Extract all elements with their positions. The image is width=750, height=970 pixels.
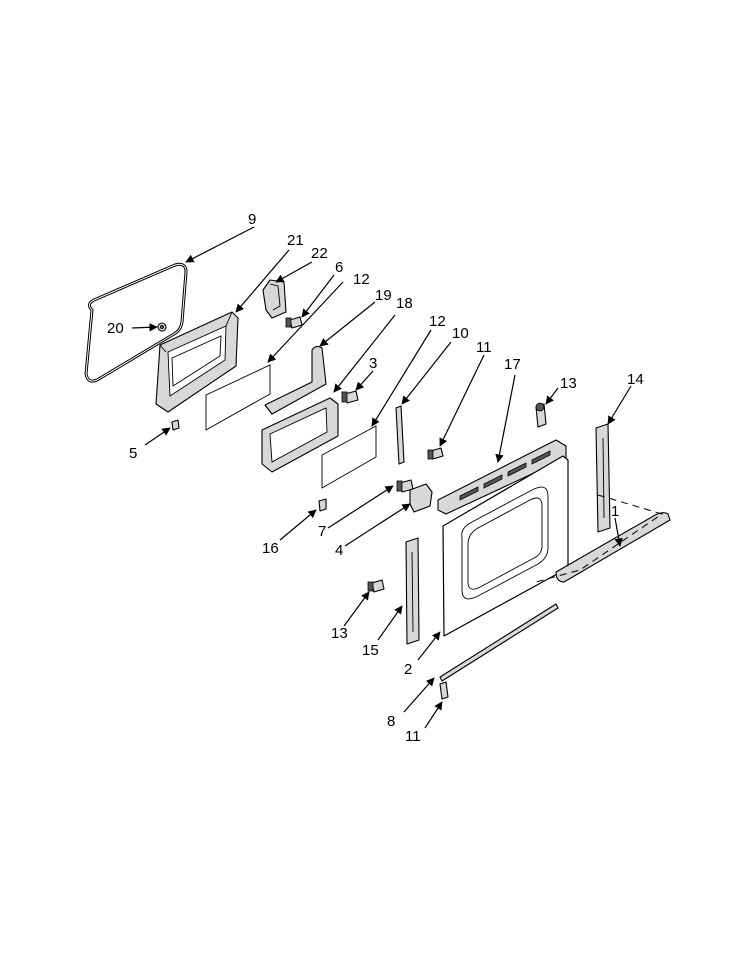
callout-7: 7	[318, 523, 326, 540]
part-16-spacer	[318, 498, 327, 512]
part-3-screw	[341, 390, 359, 404]
part-5-spacer	[171, 419, 180, 431]
callout-3: 3	[369, 355, 377, 372]
callout-11-upper: 11	[476, 339, 492, 356]
part-2-outer-door-panel	[442, 455, 569, 637]
callout-11-lower: 11	[405, 728, 421, 745]
callout-13-lower: 13	[331, 625, 348, 642]
part-12-glass-pane-upper	[205, 364, 271, 431]
part-9-door-gasket	[84, 262, 188, 383]
callout-15: 15	[362, 642, 379, 659]
callout-16: 16	[262, 540, 279, 557]
part-12-glass-pane-lower	[321, 425, 377, 489]
part-15-side-trim-left	[405, 537, 420, 645]
callout-labels: 9 21 22 6 12 19 18 12 10 11 17 13 14 20 …	[107, 211, 644, 745]
part-13-screw-upper	[535, 402, 547, 428]
callout-5: 5	[129, 445, 137, 462]
part-11-screw-upper	[427, 447, 444, 460]
part-20-gasket-clip	[157, 322, 167, 332]
part-19-glass-bracket	[264, 345, 327, 415]
part-10-side-strip	[395, 405, 405, 465]
part-6-screw	[285, 316, 303, 329]
callout-22: 22	[311, 245, 328, 262]
part-11-screw-lower	[439, 681, 449, 700]
callout-18: 18	[396, 295, 413, 312]
part-13-screw-lower	[367, 579, 385, 593]
callout-8: 8	[387, 713, 395, 730]
callout-21: 21	[287, 232, 304, 249]
part-22-hinge-guide	[262, 279, 287, 319]
callout-2: 2	[404, 661, 412, 678]
callout-9: 9	[248, 211, 256, 228]
part-17-vent-trim	[437, 439, 567, 515]
callout-6: 6	[335, 259, 343, 276]
leader-lines	[131, 226, 632, 729]
part-14-side-trim-right	[595, 423, 611, 533]
callout-10: 10	[452, 325, 469, 342]
callout-1: 1	[611, 503, 619, 520]
part-21-inner-door-frame	[155, 311, 239, 413]
callout-17: 17	[504, 356, 521, 373]
part-4-hinge-bracket	[409, 483, 433, 513]
callout-12-lower: 12	[429, 313, 446, 330]
callout-12-upper: 12	[353, 271, 370, 288]
part-8-bottom-trim	[439, 603, 559, 682]
callout-20: 20	[107, 320, 124, 337]
callout-4: 4	[335, 542, 343, 559]
callout-14: 14	[627, 371, 644, 388]
callout-19: 19	[375, 287, 392, 304]
callout-13-upper: 13	[560, 375, 577, 392]
part-18-inner-glass-frame	[261, 397, 339, 473]
